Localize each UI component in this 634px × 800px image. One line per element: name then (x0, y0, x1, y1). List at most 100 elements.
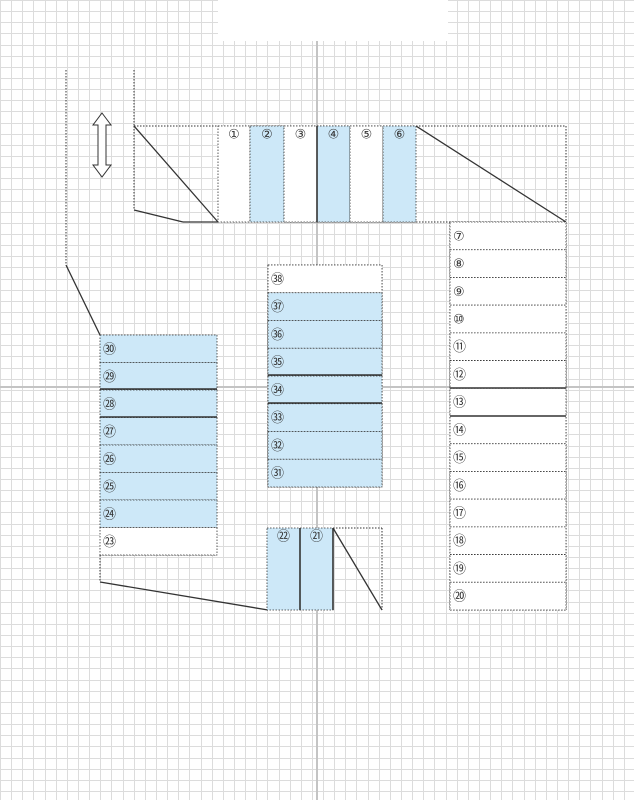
parking-space[interactable]: ⑭ (449, 415, 567, 445)
parking-space[interactable]: ⑱ (449, 526, 567, 555)
vacant-space (449, 471, 567, 500)
space-number: ① (228, 128, 240, 143)
space-number: ㉔ (103, 507, 116, 522)
occupied-space (267, 458, 383, 488)
parking-space[interactable]: ㉙ (99, 362, 218, 391)
parking-space[interactable]: ㉟ (267, 347, 383, 377)
parking-space[interactable]: ㉓ (99, 527, 218, 556)
parking-space[interactable]: ⑨ (449, 277, 567, 306)
parking-space[interactable]: ⑮ (449, 443, 567, 472)
parking-space[interactable]: ㉛ (267, 458, 383, 488)
vacant-space (99, 527, 218, 556)
space-number: ㉑ (310, 530, 323, 545)
space-number: ⑯ (453, 479, 466, 494)
parking-space[interactable]: ④ (316, 125, 351, 223)
parking-space[interactable]: ㉚ (99, 334, 218, 363)
parking-space[interactable]: ③ (283, 125, 318, 223)
vacant-space (349, 125, 384, 223)
boundary-solid-line (332, 527, 383, 611)
parking-space[interactable]: ⑯ (449, 471, 567, 500)
vacant-space (449, 249, 567, 278)
occupied-space (267, 320, 383, 349)
space-number: ③ (295, 128, 307, 143)
occupied-space (267, 292, 383, 321)
parking-space[interactable]: ⑤ (349, 125, 384, 223)
space-number: ⑫ (453, 368, 466, 383)
parking-space[interactable]: ⑦ (449, 221, 567, 251)
parking-space[interactable]: ㉞ (267, 375, 383, 405)
vacant-space (449, 526, 567, 555)
parking-space[interactable]: ㉔ (99, 499, 218, 528)
parking-space[interactable]: ㉜ (267, 431, 383, 460)
space-number: ⑪ (453, 340, 466, 355)
vacant-space (449, 554, 567, 583)
parking-space[interactable]: ㊲ (267, 292, 383, 321)
parking-space[interactable]: ㊳ (267, 264, 383, 294)
occupied-space (99, 362, 218, 391)
occupied-space (249, 125, 285, 223)
parking-space[interactable]: ⑫ (449, 360, 567, 389)
parking-space[interactable]: ⑬ (449, 387, 567, 417)
parking-space[interactable]: ㉑ (299, 527, 334, 611)
parking-space[interactable]: ㊱ (267, 320, 383, 349)
boundary-solid-line (415, 125, 567, 223)
parking-space[interactable]: ⑰ (449, 498, 567, 528)
space-number: ⑰ (453, 507, 466, 522)
occupied-space (316, 125, 351, 223)
space-number: ㉕ (103, 480, 116, 495)
space-number: ⑲ (453, 562, 466, 577)
vacant-space (449, 332, 567, 361)
space-number: ⑦ (453, 229, 465, 244)
vacant-space (283, 125, 318, 223)
space-number: ㉝ (271, 411, 284, 426)
parking-space[interactable]: ⑳ (449, 581, 567, 611)
space-number: ⑧ (453, 257, 465, 272)
occupied-space (99, 334, 218, 363)
parking-space[interactable]: ㉗ (99, 417, 218, 446)
parking-space[interactable]: ⑪ (449, 332, 567, 361)
space-number: ⑤ (361, 128, 373, 143)
space-number: ㉛ (271, 467, 284, 482)
parking-space[interactable]: ㉕ (99, 472, 218, 501)
double-arrow-shape (92, 112, 112, 178)
space-number: ⑬ (453, 396, 466, 411)
vacant-space (449, 443, 567, 472)
vacant-space (449, 221, 567, 251)
vacant-space (449, 387, 567, 417)
vacant-space (449, 581, 567, 611)
vacant-space (449, 304, 567, 334)
parking-space[interactable]: ㉝ (267, 403, 383, 432)
occupied-space (99, 417, 218, 446)
space-number: ㉞ (271, 383, 284, 398)
space-number: ⑮ (453, 451, 466, 466)
parking-space[interactable]: ① (217, 125, 251, 223)
space-number: ⑱ (453, 534, 466, 549)
occupied-space (99, 472, 218, 501)
space-number: ⑭ (453, 423, 466, 438)
space-number: ㉗ (103, 425, 116, 440)
space-number: ㉜ (271, 439, 284, 454)
boundary-solid-line (133, 209, 184, 223)
parking-space[interactable]: ② (249, 125, 285, 223)
occupied-space (267, 375, 383, 405)
space-number: ㉓ (103, 535, 116, 550)
parking-space[interactable]: ⑥ (382, 125, 417, 223)
parking-space[interactable]: ⑩ (449, 304, 567, 334)
occupied-space (267, 403, 383, 432)
parking-space[interactable]: ㉘ (99, 389, 218, 418)
parking-space[interactable]: ㉒ (266, 527, 301, 611)
space-number: ⑳ (453, 590, 466, 605)
parking-space[interactable]: ⑲ (449, 554, 567, 583)
space-number: ⑩ (453, 313, 465, 328)
parking-space[interactable]: ㉖ (99, 444, 218, 473)
parking-space[interactable]: ⑧ (449, 249, 567, 278)
occupied-space (299, 527, 334, 611)
space-number: ⑥ (394, 128, 406, 143)
vacant-space (217, 125, 251, 223)
space-number: ㉙ (103, 370, 116, 385)
space-number: ㊲ (271, 300, 284, 315)
vacant-space (267, 264, 383, 294)
space-number: ④ (328, 128, 340, 143)
space-number: ㉒ (277, 530, 290, 545)
